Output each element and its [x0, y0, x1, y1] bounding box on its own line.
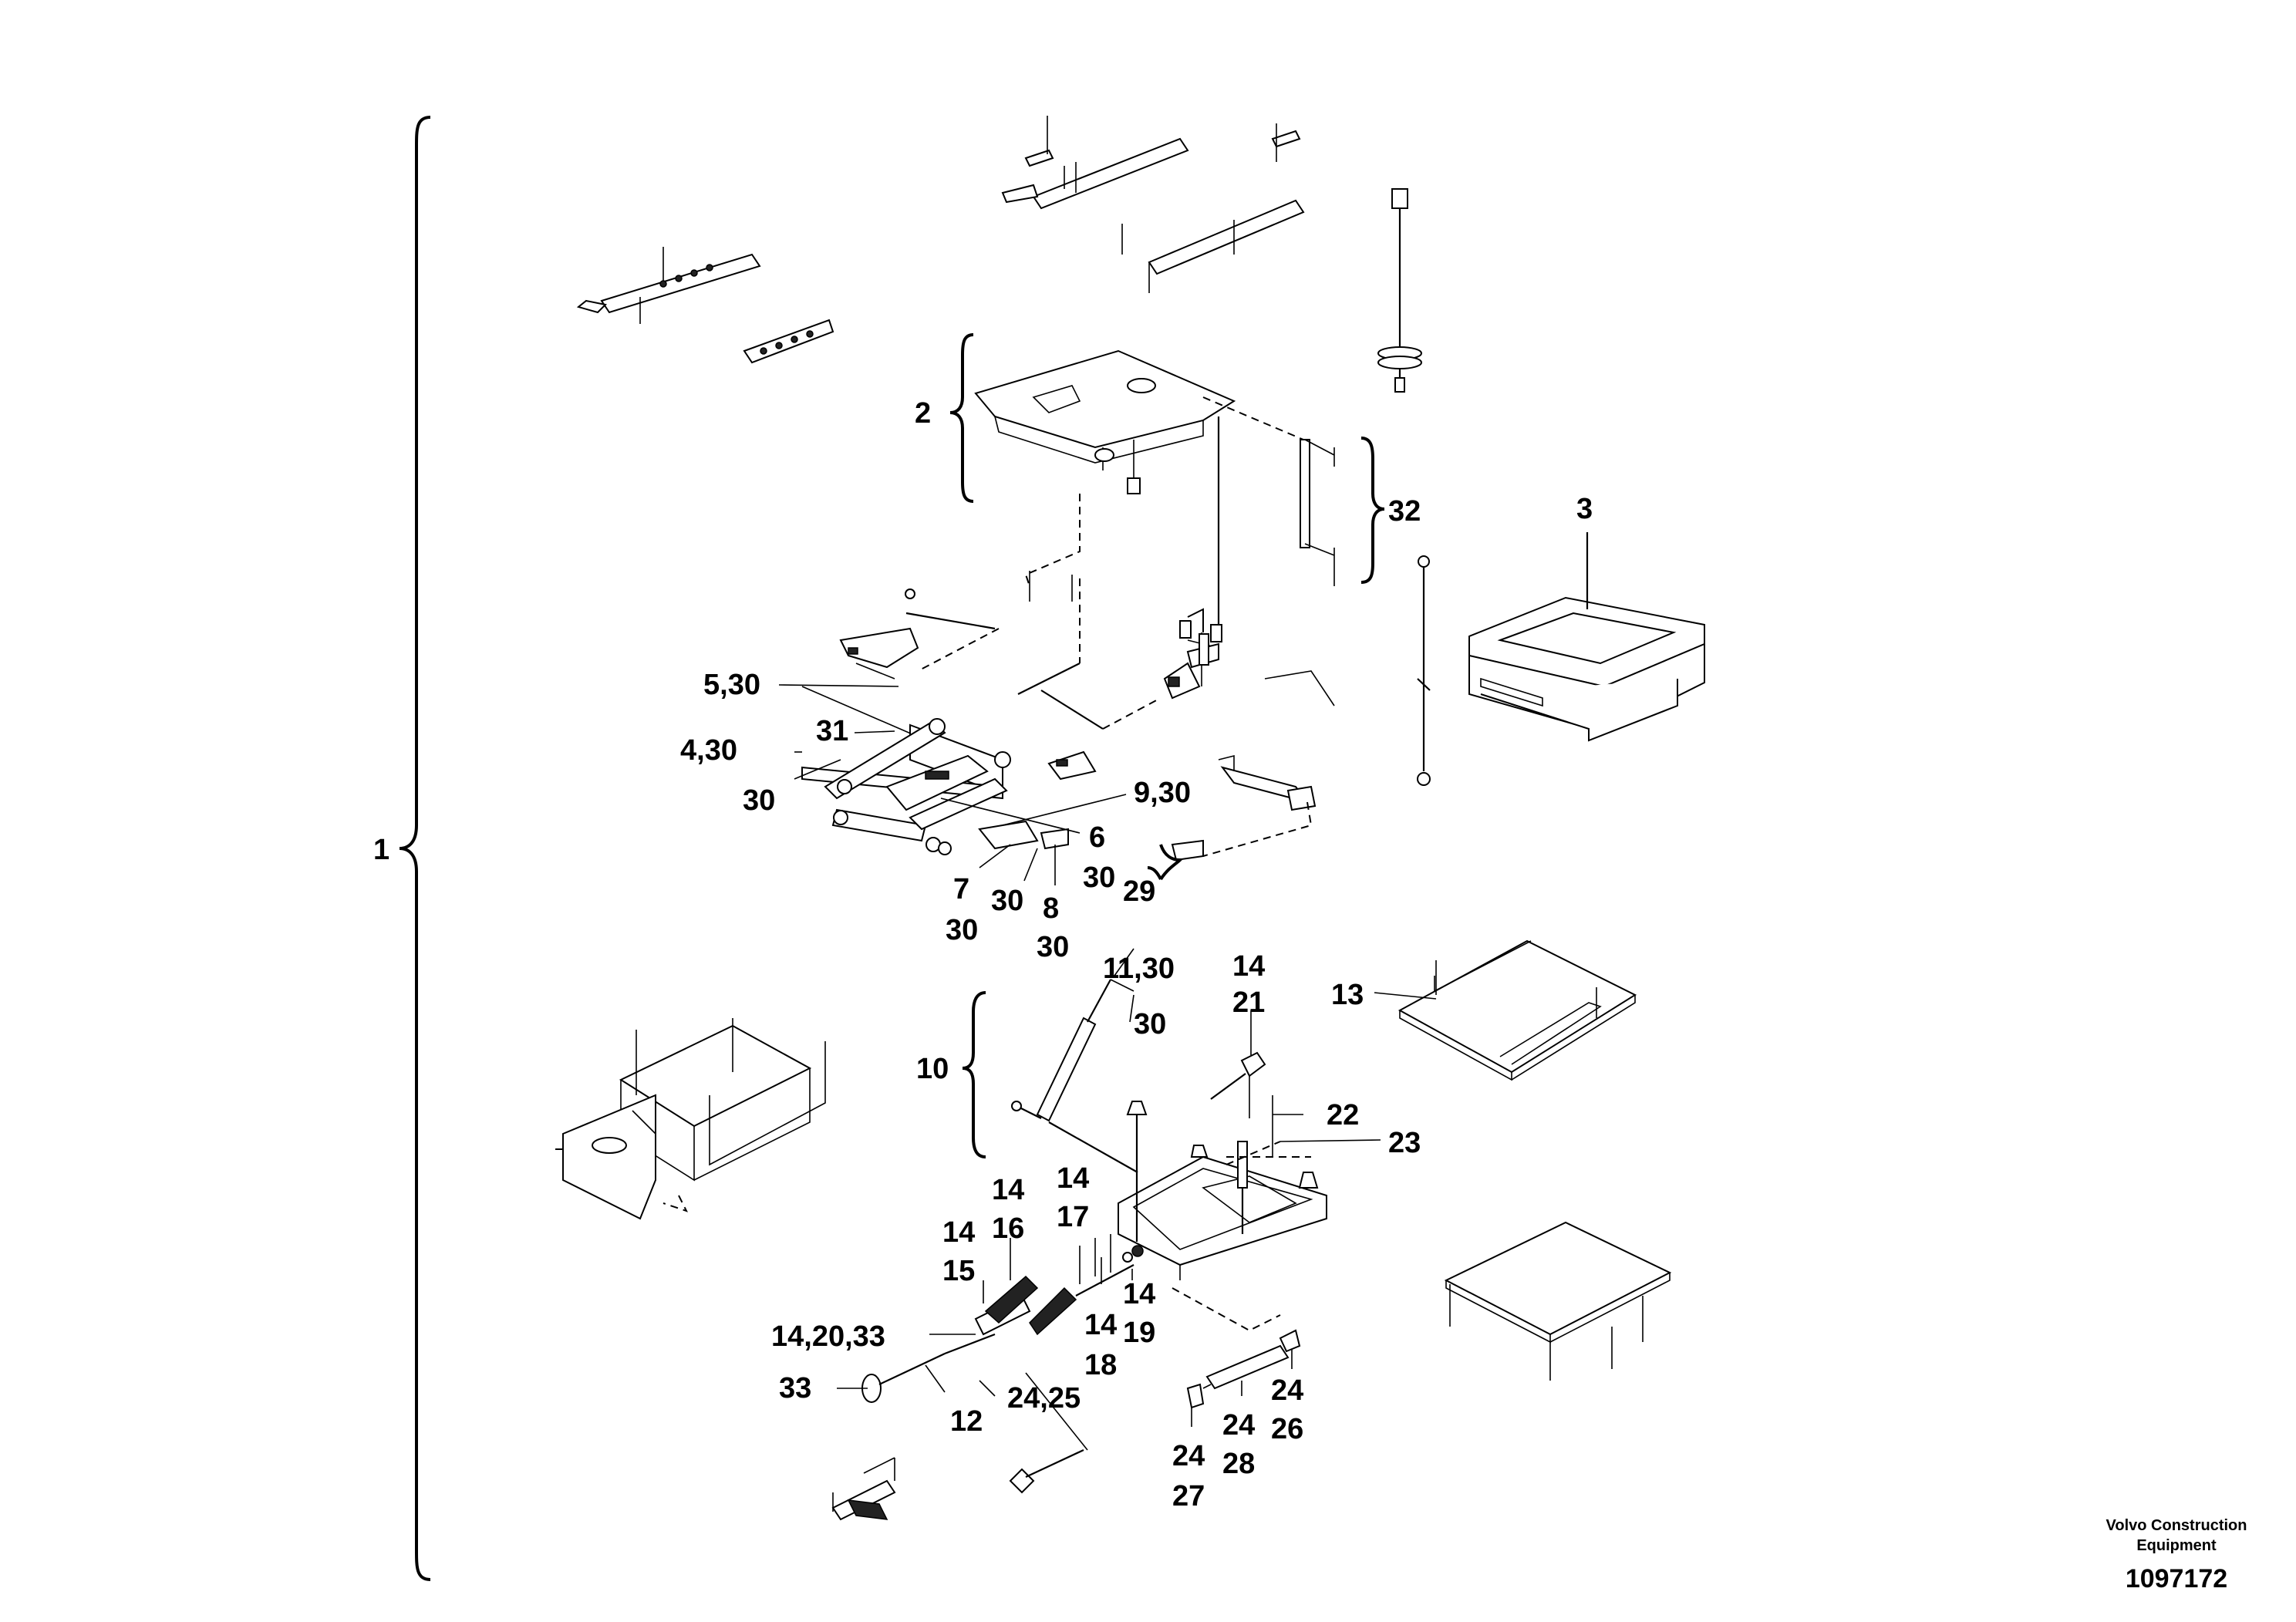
brand-line-2: Equipment	[2136, 1537, 2217, 1554]
callout-11-30[interactable]: 11,30	[1103, 953, 1175, 985]
callout-33[interactable]: 33	[779, 1372, 811, 1404]
callout-12[interactable]: 12	[950, 1405, 983, 1438]
bracket-2	[949, 333, 974, 503]
callout-8[interactable]: 8	[1043, 892, 1059, 925]
bracket-29	[1147, 844, 1184, 881]
mounting-plate-13	[1397, 939, 1637, 1081]
height-adjust-rod	[1377, 188, 1422, 393]
callout-32[interactable]: 32	[1388, 495, 1421, 528]
upper-dashed-links	[917, 416, 1220, 730]
side-cable	[1417, 555, 1431, 786]
seat-rail-left	[576, 247, 834, 364]
callout-22[interactable]: 22	[1327, 1099, 1359, 1131]
callout-24-25[interactable]: 24,25	[1007, 1382, 1081, 1415]
cable-32	[1202, 396, 1335, 586]
assembly-brace-1	[399, 116, 431, 1581]
scissor-mechanism	[801, 588, 1335, 862]
callout-6[interactable]: 6	[1089, 821, 1105, 854]
callout-31[interactable]: 31	[816, 715, 848, 747]
callout-28[interactable]: 28	[1222, 1448, 1255, 1480]
callout-30-b[interactable]: 30	[991, 885, 1023, 917]
callout-18[interactable]: 18	[1084, 1349, 1117, 1381]
callout-26[interactable]: 26	[1271, 1413, 1303, 1445]
leader-23	[1279, 1139, 1381, 1142]
callout-27[interactable]: 27	[1172, 1480, 1205, 1512]
callout-14-20-33[interactable]: 14,20,33	[771, 1320, 885, 1353]
callout-14-a[interactable]: 14	[1232, 950, 1265, 983]
leader-30-g	[1129, 994, 1135, 1023]
callout-30-e[interactable]: 30	[1083, 862, 1115, 894]
callout-1[interactable]: 1	[373, 834, 389, 866]
callout-15[interactable]: 15	[942, 1255, 975, 1287]
callout-23[interactable]: 23	[1388, 1127, 1421, 1159]
base-frame-box	[555, 1018, 826, 1220]
brand-line-1: Volvo Construction	[2106, 1517, 2247, 1534]
callout-30-g[interactable]: 30	[1134, 1008, 1166, 1040]
callout-4-30[interactable]: 4,30	[680, 734, 737, 767]
top-plate-assembly	[974, 349, 1236, 494]
callout-16[interactable]: 16	[992, 1212, 1024, 1245]
callout-24-c[interactable]: 24	[1172, 1440, 1205, 1472]
callout-14-e[interactable]: 14	[1123, 1278, 1155, 1310]
leader-13	[1374, 992, 1437, 1000]
callout-30-d[interactable]: 30	[1037, 931, 1069, 963]
callout-24-a[interactable]: 24	[1271, 1374, 1303, 1407]
document-number: 1097172	[2126, 1564, 2227, 1593]
callout-10[interactable]: 10	[916, 1053, 949, 1085]
bracket-10	[962, 991, 986, 1158]
callout-3[interactable]: 3	[1576, 493, 1593, 525]
leader-11-30	[1114, 948, 1135, 976]
callout-5-30[interactable]: 5,30	[703, 669, 760, 701]
callout-17[interactable]: 17	[1057, 1201, 1089, 1233]
lower-leaders	[837, 1238, 1293, 1427]
callout-24-b[interactable]: 24	[1222, 1409, 1255, 1442]
spring-assembly	[831, 1234, 1301, 1521]
dashed-link-29	[1202, 801, 1313, 857]
callout-14-c[interactable]: 14	[1057, 1162, 1089, 1195]
callout-19[interactable]: 19	[1123, 1317, 1155, 1349]
callout-7[interactable]: 7	[953, 873, 969, 905]
callout-21[interactable]: 21	[1232, 986, 1265, 1019]
callout-14-f[interactable]: 14	[1084, 1309, 1117, 1341]
callout-2[interactable]: 2	[915, 397, 931, 430]
callout-14-d[interactable]: 14	[942, 1216, 975, 1249]
floor-plate	[1444, 1221, 1672, 1381]
base-plate	[1118, 1051, 1327, 1280]
seat-rail-top	[1001, 116, 1305, 293]
seat-cushion-3	[1468, 532, 1705, 742]
upper-leaders	[778, 684, 1127, 885]
bracket-32	[1360, 437, 1385, 584]
callout-30-c[interactable]: 30	[946, 914, 978, 946]
callout-14-b[interactable]: 14	[992, 1174, 1024, 1206]
callout-13[interactable]: 13	[1331, 979, 1364, 1011]
callout-30-a[interactable]: 30	[743, 784, 775, 817]
shock-absorber-10	[1011, 979, 1138, 1173]
callout-29[interactable]: 29	[1123, 875, 1155, 908]
callout-9-30[interactable]: 9,30	[1134, 777, 1191, 809]
